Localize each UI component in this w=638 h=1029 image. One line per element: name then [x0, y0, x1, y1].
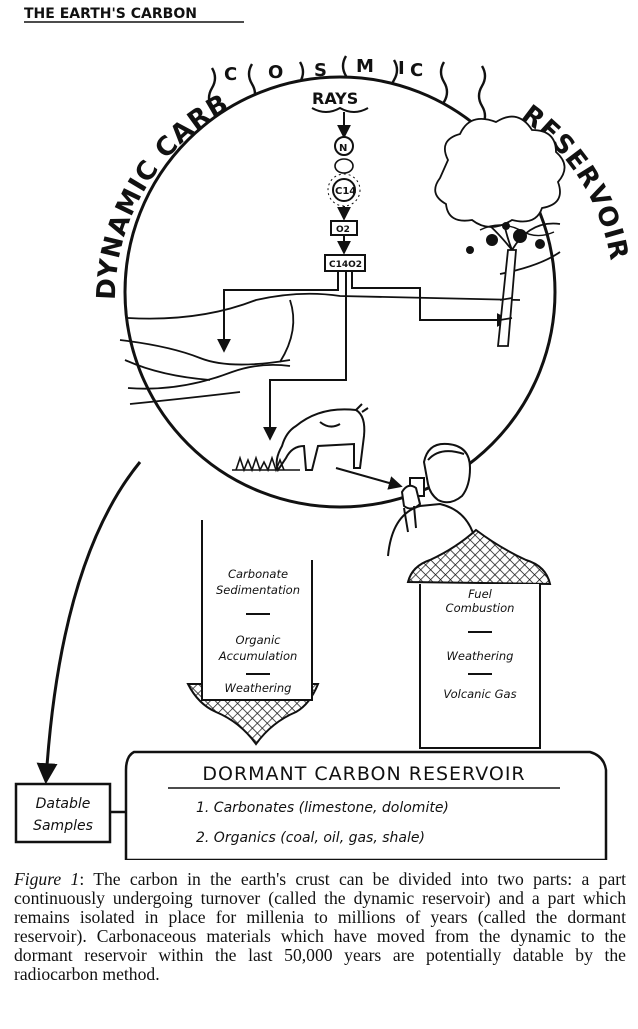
neutron-label: N — [339, 143, 347, 154]
flow-to-tree — [351, 272, 511, 327]
tree-foliage-dark — [466, 222, 545, 254]
o2-box — [330, 220, 358, 236]
left-pillar-labels: Carbonate Sedimentation Organic Accumula… — [216, 567, 300, 695]
left-pillar-text: Weathering — [225, 681, 292, 695]
dormant-item-carbonates: 1. Carbonates (limestone, dolomite) — [196, 800, 449, 816]
flow-to-man — [335, 467, 403, 490]
figure-label: Figure 1 — [14, 869, 80, 889]
rays-wave — [311, 106, 369, 113]
nitrogen-node — [334, 158, 354, 174]
right-connector-hatch — [406, 528, 552, 586]
left-pillar-text: Carbonate — [228, 567, 288, 581]
left-pillar-text: Organic — [236, 633, 282, 647]
cosmic-letter: S — [314, 60, 327, 81]
left-pillar — [201, 520, 313, 701]
c14-label: C14 — [335, 186, 356, 197]
cosmic-letter: I — [398, 58, 405, 79]
right-pillar — [419, 584, 541, 749]
right-pillar-text: Combustion — [446, 601, 515, 615]
cosmic-letter: C — [224, 64, 237, 85]
co2-label: C14O2 — [329, 260, 362, 270]
neutron-node — [334, 136, 354, 156]
c14-node — [332, 178, 356, 202]
right-pillar-text: Volcanic Gas — [443, 687, 516, 701]
carbon-cycle-diagram: THE EARTH'S CARBON C O S M I C DYNAMIC C… — [0, 0, 633, 860]
figure-caption: Figure 1: The carbon in the earth's crus… — [14, 870, 626, 984]
o2-label: O2 — [336, 225, 350, 235]
left-pillar-text: Accumulation — [218, 649, 298, 663]
flow-to-grass — [263, 272, 347, 441]
cow-illustration — [275, 403, 369, 473]
dormant-title: DORMANT CARBON RESERVOIR — [202, 763, 525, 785]
rays-label: RAYS — [312, 89, 358, 108]
tree-illustration — [434, 115, 566, 347]
grass — [232, 455, 300, 473]
dormant-item-organics: 2. Organics (coal, oil, gas, shale) — [196, 830, 425, 846]
diagram-title: THE EARTH'S CARBON — [24, 6, 197, 22]
figure-caption-text: : The carbon in the earth's crust can be… — [14, 869, 626, 984]
cosmic-letter: M — [356, 56, 374, 77]
right-pillar-text: Weathering — [447, 649, 514, 663]
co2-flow-arrows — [217, 272, 511, 490]
dormant-reservoir-box — [124, 750, 608, 860]
arrow-to-datable-samples — [36, 461, 142, 785]
cosmic-letter: O — [268, 62, 283, 83]
datable-line2: Samples — [33, 818, 93, 834]
c14-glow — [327, 173, 361, 207]
sea-landscape — [119, 251, 561, 405]
right-pillar-labels: Fuel Combustion Weathering Volcanic Gas — [443, 587, 516, 701]
flow-to-sea — [217, 272, 339, 353]
right-pillar-text: Fuel — [468, 587, 493, 601]
datable-line1: Datable — [36, 796, 91, 812]
co2-box — [324, 254, 366, 272]
left-pillar-text: Sedimentation — [216, 583, 300, 597]
cosmic-letter: C — [410, 60, 423, 81]
reaction-chain: N C14 O2 C14O2 — [324, 112, 366, 272]
cosmic-word: C O S M I C — [224, 56, 423, 85]
